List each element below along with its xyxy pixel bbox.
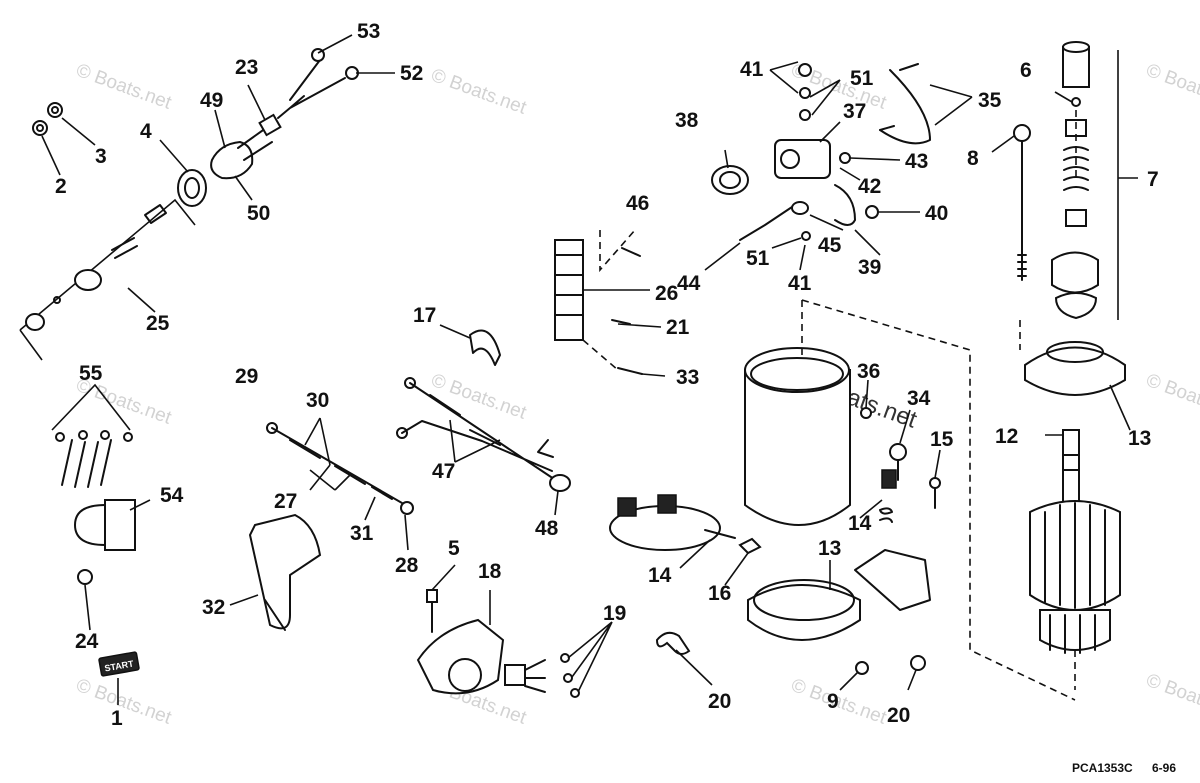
callout-label: 12 <box>995 425 1018 448</box>
callout-label: 20 <box>887 704 910 727</box>
brush-spring-set <box>854 469 941 611</box>
leader-lines <box>41 34 1131 705</box>
start-decal: START <box>98 651 140 677</box>
drawing-code: PCA1353C <box>1072 761 1133 775</box>
callout-label: 7 <box>1147 168 1159 191</box>
callout-label: 44 <box>677 272 701 295</box>
starter-frame-cylinder <box>744 347 851 526</box>
battery-cable-harness <box>266 422 414 515</box>
ignition-switch-body <box>210 48 359 180</box>
callout-label: 47 <box>432 460 455 483</box>
callout-label: 50 <box>247 202 270 225</box>
screw <box>426 589 438 633</box>
callout-label: 4 <box>140 120 152 143</box>
brush-plate <box>609 494 762 555</box>
wiring-harness <box>396 377 571 492</box>
callout-label: 49 <box>200 89 223 112</box>
callout-label: 13 <box>818 537 841 560</box>
callout-label: 16 <box>708 582 731 605</box>
callout-label: 3 <box>95 145 107 168</box>
callout-label: 14 <box>648 564 672 587</box>
end-cap <box>747 579 926 675</box>
starter-solenoid <box>51 383 136 585</box>
callout-label: 30 <box>306 389 329 412</box>
callout-label: 5 <box>448 537 460 560</box>
mounting-bracket <box>248 513 322 631</box>
watermark: © Boats.net <box>428 65 529 119</box>
callout-label: 51 <box>850 67 874 90</box>
terminal-block <box>554 229 643 375</box>
callout-label: 38 <box>675 109 699 132</box>
wire-clip <box>469 329 501 366</box>
assembly-guide-line <box>801 299 1076 701</box>
callout-label: 25 <box>146 312 170 335</box>
watermark: © Boats.net <box>1143 370 1200 424</box>
callout-labels: 53 23 52 49 4 3 2 50 25 41 51 38 37 35 6… <box>55 20 1159 730</box>
watermark: © Boats.net <box>428 370 529 424</box>
watermark: © Boats.net <box>788 675 889 729</box>
callout-label: 14 <box>848 512 872 535</box>
callout-label: 55 <box>79 362 103 385</box>
callout-label: 43 <box>905 150 928 173</box>
callout-label: 35 <box>978 89 1002 112</box>
callout-label: 46 <box>626 192 649 215</box>
armature <box>1029 429 1121 654</box>
drawing-revision: 6-96 <box>1152 761 1176 775</box>
key-switch-bezel <box>177 169 207 207</box>
callout-label: 39 <box>858 256 881 279</box>
callout-label: 17 <box>413 304 436 327</box>
callout-label: 18 <box>478 560 502 583</box>
callout-label: 52 <box>400 62 423 85</box>
callout-label: 37 <box>843 100 866 123</box>
drive-assembly-stack <box>1013 41 1138 396</box>
callout-label: 27 <box>274 490 297 513</box>
callout-label: 21 <box>666 316 690 339</box>
watermark: © Boats.net <box>73 60 174 114</box>
callout-label: 1 <box>111 707 123 730</box>
callout-label: 26 <box>655 282 678 305</box>
callout-label: 6 <box>1020 59 1032 82</box>
callout-label: 29 <box>235 365 258 388</box>
solenoid-assembly <box>711 63 931 241</box>
callout-label: 41 <box>740 58 764 81</box>
callout-label: 36 <box>857 360 880 383</box>
callout-label: 48 <box>535 517 559 540</box>
drawing-footer: PCA1353C 6-96 <box>1072 761 1176 775</box>
key-switch-kit-box <box>19 198 196 361</box>
callout-label: 53 <box>357 20 380 43</box>
through-bolt <box>889 443 907 481</box>
callout-label: 13 <box>1128 427 1151 450</box>
callout-label: 40 <box>925 202 948 225</box>
callout-label: 45 <box>818 234 842 257</box>
key-switch-nuts <box>32 102 63 136</box>
callout-label: 20 <box>708 690 731 713</box>
callout-label: 9 <box>827 690 839 713</box>
callout-label: 34 <box>907 387 931 410</box>
callout-label: 41 <box>788 272 812 295</box>
watermark: © Boats.net <box>1143 60 1200 114</box>
watermark: © Boats.net <box>73 675 174 729</box>
callout-label: 54 <box>160 484 184 507</box>
parts-layer: START <box>19 41 1138 701</box>
callout-label: 31 <box>350 522 374 545</box>
callout-label: 24 <box>75 630 99 653</box>
cable-clamp <box>655 631 691 655</box>
callout-label: 15 <box>930 428 954 451</box>
callout-label: 33 <box>676 366 699 389</box>
callout-label: 2 <box>55 175 67 198</box>
ring-terminals <box>560 653 580 698</box>
callout-label: 28 <box>395 554 419 577</box>
callout-label: 42 <box>858 175 881 198</box>
callout-label: 23 <box>235 56 258 79</box>
callout-label: 32 <box>202 596 225 619</box>
neutral-safety-switch <box>416 618 546 695</box>
callout-label: 8 <box>967 147 979 170</box>
callout-label: 19 <box>603 602 626 625</box>
watermark: © Boats.net <box>1143 670 1200 724</box>
washer <box>860 407 872 419</box>
callout-label: 51 <box>746 247 770 270</box>
